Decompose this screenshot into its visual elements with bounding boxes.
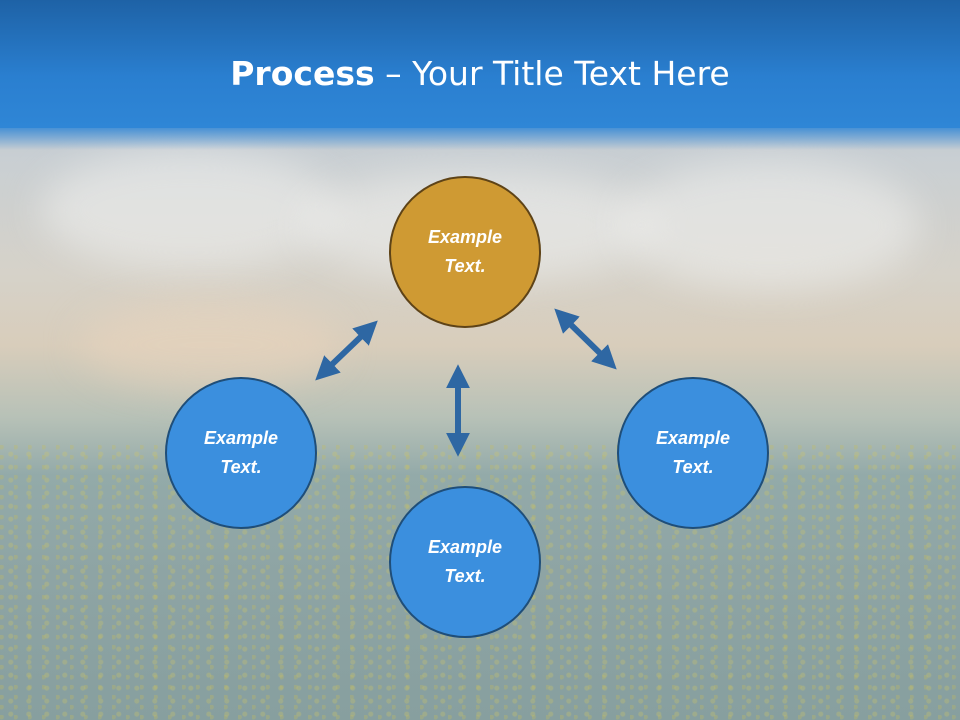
title-rest: Your Title Text Here: [412, 54, 730, 93]
arrow-top-right: [554, 308, 617, 370]
node-bottom: Example Text.: [389, 486, 541, 638]
arrow-top-left: [315, 320, 378, 381]
node-right: Example Text.: [617, 377, 769, 529]
node-bottom-line1: Example: [427, 537, 503, 557]
node-right-line1: Example: [655, 428, 731, 448]
node-top-line2: Text.: [444, 256, 486, 276]
title-bold: Process: [230, 54, 375, 93]
title-bar: Process – Your Title Text Here: [0, 0, 960, 150]
node-top: Example Text.: [389, 176, 541, 328]
slide-title: Process – Your Title Text Here: [0, 52, 960, 96]
title-dash: –: [374, 54, 413, 93]
node-left-line1: Example: [203, 428, 279, 448]
node-top-line1: Example: [427, 227, 503, 247]
node-left: Example Text.: [165, 377, 317, 529]
node-right-line2: Text.: [672, 457, 714, 477]
node-bottom-line2: Text.: [444, 566, 486, 586]
node-left-line2: Text.: [220, 457, 262, 477]
